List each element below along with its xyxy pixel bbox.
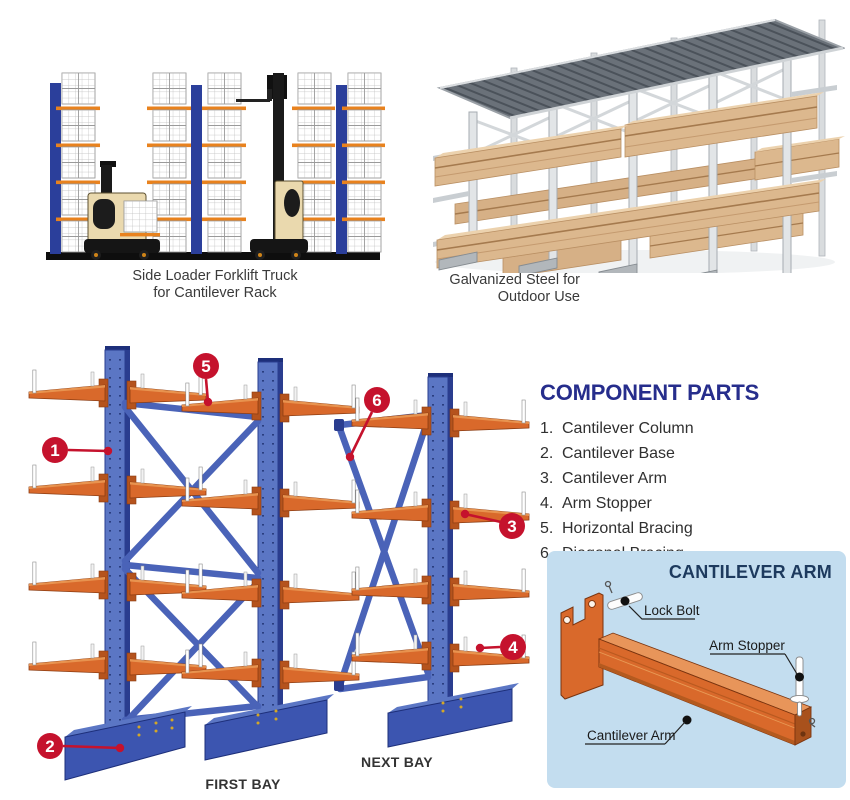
item-label: Cantilever Arm <box>562 470 667 487</box>
component-parts-list: 1. Cantilever Column 2. Cantilever Base … <box>540 416 820 566</box>
column-b <box>257 358 283 723</box>
arm-box-title: CANTILEVER ARM <box>668 562 832 582</box>
list-item: 4. Arm Stopper <box>540 491 820 516</box>
outdoor-rack-illustration <box>433 18 845 273</box>
side-loader-forklift-tall <box>236 73 308 260</box>
lumber-middle-level <box>454 136 845 225</box>
item-number: 3. <box>540 470 554 487</box>
side-loader-forklift-low <box>84 161 160 260</box>
bracing-end-plates <box>334 419 344 691</box>
forklift-caption: Side Loader Forklift Truck for Cantileve… <box>60 268 370 302</box>
base-c <box>387 683 519 748</box>
arm-stopper-leader <box>784 653 798 675</box>
arm-stopper-pointer-dot <box>795 672 804 682</box>
list-item: 5. Horizontal Bracing <box>540 516 820 541</box>
callout-6-num: 6 <box>372 391 381 410</box>
callout-3-num: 3 <box>507 517 516 536</box>
cantilever-arm-label: Cantilever Arm <box>587 728 676 743</box>
component-parts-panel: COMPONENT PARTS 1. Cantilever Column 2. … <box>540 380 820 566</box>
forklift-caption-line2: for Cantilever Rack <box>153 285 277 302</box>
item-number: 1. <box>540 420 554 437</box>
callout-5: 5 <box>193 353 219 407</box>
base-a <box>64 706 192 781</box>
cantilever-rack-diagram: 1 2 3 4 <box>28 346 530 792</box>
callout-2: 2 <box>37 733 125 759</box>
callout-1: 1 <box>42 437 113 463</box>
lock-bolt-label: Lock Bolt <box>644 603 700 618</box>
item-label: Cantilever Base <box>562 445 675 462</box>
callout-2-num: 2 <box>45 737 54 756</box>
steel-bases <box>438 251 718 273</box>
callouts: 1 2 3 4 <box>37 353 526 759</box>
corrugated-roof <box>436 18 845 120</box>
lumber-top-level <box>434 92 824 187</box>
arm-stopper-part <box>790 656 816 728</box>
item-number: 2. <box>540 445 554 462</box>
arm-beam <box>597 632 813 746</box>
lock-bolt-leader <box>628 605 695 620</box>
callout-5-num: 5 <box>201 357 210 376</box>
base-b <box>204 694 334 761</box>
item-label: Cantilever Column <box>562 420 694 437</box>
callout-1-num: 1 <box>50 441 59 460</box>
item-label: Arm Stopper <box>562 495 652 512</box>
forklift-caption-line1: Side Loader Forklift Truck <box>132 268 298 284</box>
list-item: 1. Cantilever Column <box>540 416 820 441</box>
component-parts-title: COMPONENT PARTS <box>540 380 760 405</box>
next-bay-label: NEXT BAY <box>361 754 433 770</box>
cantilever-arm-leader <box>664 721 686 745</box>
callout-3: 3 <box>460 509 525 539</box>
item-number: 5. <box>540 520 554 537</box>
cantilever-bases <box>64 683 519 781</box>
cantilever-arm-detail-box: Lock Bolt Arm Stopper Cantilever Arm CAN… <box>547 551 846 788</box>
lock-bolt-part <box>604 580 643 610</box>
cantilever-arm-drawing: Lock Bolt Arm Stopper Cantilever Arm <box>560 580 816 746</box>
arm-mounting-plate <box>560 592 604 700</box>
outdoor-caption-line1: Galvanized Steel for <box>449 272 580 288</box>
rack-columns <box>50 83 347 254</box>
item-number: 4. <box>540 495 554 512</box>
floor <box>46 252 380 260</box>
list-item: 3. Cantilever Arm <box>540 466 820 491</box>
arm-stopper-label: Arm Stopper <box>709 638 785 653</box>
callout-4-num: 4 <box>508 638 518 657</box>
column-c <box>427 373 453 708</box>
item-label: Horizontal Bracing <box>562 520 693 537</box>
shelf-arms <box>56 106 385 222</box>
callout-6: 6 <box>345 387 390 462</box>
first-bay-label: FIRST BAY <box>205 776 281 792</box>
forklift-rack-illustration <box>46 72 385 260</box>
list-item: 2. Cantilever Base <box>540 441 820 466</box>
lumber-lower-level <box>436 179 826 269</box>
callout-4: 4 <box>475 634 526 660</box>
column-a <box>104 346 130 736</box>
outdoor-caption: Galvanized Steel for Outdoor Use <box>420 272 580 306</box>
outdoor-caption-line2: Outdoor Use <box>497 289 580 306</box>
cantilever-columns <box>104 346 453 736</box>
lock-bolt-pointer-dot <box>620 596 630 606</box>
